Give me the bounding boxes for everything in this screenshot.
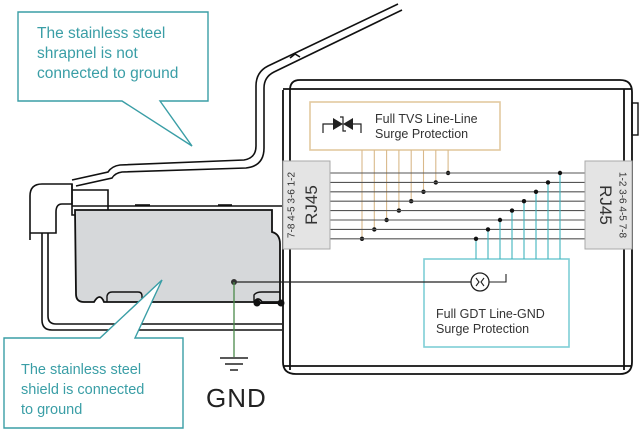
- callout-shield-line: The stainless steel: [21, 362, 142, 378]
- gdt-junction-dot: [521, 199, 527, 204]
- gdt-junction-dot: [545, 180, 551, 185]
- gdt-junction-dot: [533, 189, 539, 194]
- gdt-junction-dot: [473, 236, 479, 241]
- rj45-right-block: [584, 160, 633, 250]
- gdt-protection-box: [423, 258, 570, 348]
- signal-bus-lines: [330, 172, 585, 240]
- gdt-junction-dot: [509, 208, 515, 213]
- tvs-protection-box: [309, 101, 501, 151]
- gdt-junction-dot: [485, 227, 491, 232]
- callout-shrapnel-text: The stainless steel shrapnel is not conn…: [37, 24, 178, 84]
- tvs-connection-lines: [359, 150, 451, 241]
- rj45-right-label: RJ45: [596, 185, 615, 225]
- callout-shrapnel-box: [17, 11, 209, 147]
- gdt-connection-lines: [473, 170, 563, 259]
- tvs-label-line: Surge Protection: [375, 127, 469, 141]
- callout-shield-line: shield is connected: [21, 382, 145, 398]
- ground-wiring: [231, 279, 471, 357]
- callout-shrapnel-line: connected to ground: [37, 65, 179, 82]
- callout-shrapnel-line: shrapnel is not: [37, 45, 138, 62]
- connector-housing: [29, 183, 282, 331]
- rj45-left-block: [282, 160, 331, 250]
- callout-shield-box: [3, 279, 184, 429]
- rj45-right-pins: 1-2 3-6 4-5 7-8: [616, 171, 628, 239]
- gdt-label-line: Surge Protection: [436, 322, 530, 336]
- gas-discharge-tube-icon: [470, 272, 507, 292]
- callout-shrapnel-line: The stainless steel: [37, 25, 166, 42]
- tvs-diode-icon: [322, 116, 362, 133]
- stainless-steel-shrapnel: [71, 3, 403, 187]
- gdt-label: Full GDT Line-GND Surge Protection: [436, 307, 545, 337]
- callout-shield-line: to ground: [21, 402, 83, 418]
- tvs-label: Full TVS Line-Line Surge Protection: [375, 112, 478, 142]
- rj45-left-pins: 7-8 4-5 3-6 1-2: [286, 171, 298, 239]
- gdt-junction-dot: [497, 217, 503, 223]
- stainless-steel-shield: [72, 204, 285, 307]
- rj45-left-label: RJ45: [302, 185, 321, 225]
- gdt-label-line: Full GDT Line-GND: [436, 307, 545, 321]
- callout-shield-text: The stainless steel shield is connected …: [21, 360, 144, 420]
- gnd-label: GND: [206, 383, 267, 413]
- ground-symbol-icon: [220, 357, 248, 371]
- gdt-junction-dot: [557, 170, 563, 176]
- tvs-label-line: Full TVS Line-Line: [375, 112, 478, 126]
